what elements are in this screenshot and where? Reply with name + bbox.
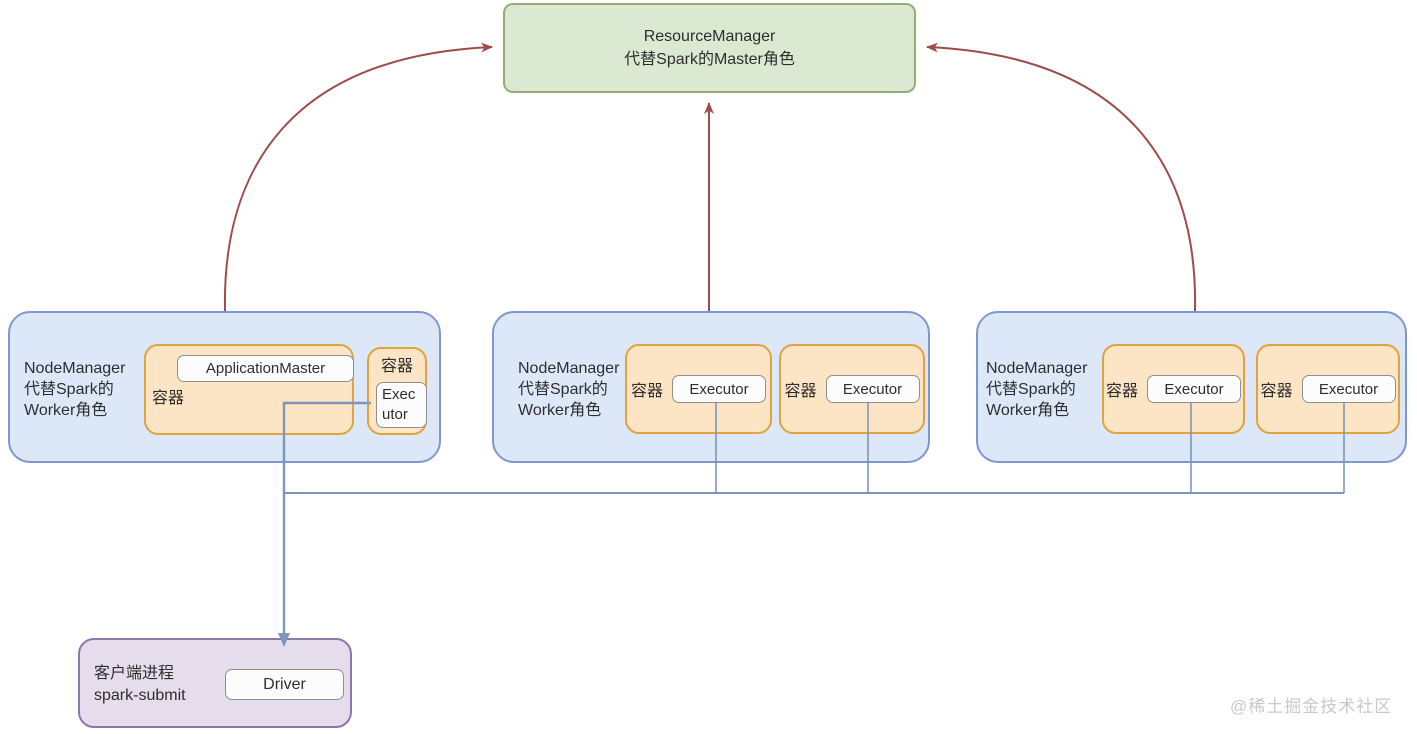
nodemanager-box-2: NodeManager 代替Spark的 Worker角色 容器 Executo… (492, 311, 930, 463)
watermark: @稀土掘金技术社区 (1230, 697, 1393, 716)
resourcemanager-subtitle: 代替Spark的Master角色 (624, 50, 795, 68)
executor-label: Executor (1318, 380, 1379, 398)
executor-box: Executor (1301, 375, 1396, 403)
container-box-exec: 容器 Executor (1102, 344, 1245, 434)
executor-box: Executor (1147, 375, 1241, 403)
resourcemanager-box: ResourceManager 代替Spark的Master角色 (503, 3, 916, 93)
nodemanager-1-line1: NodeManager (24, 360, 126, 377)
nodemanager-box-1: NodeManager 代替Spark的 Worker角色 Applicatio… (8, 311, 441, 463)
executor-box: Executor (376, 382, 427, 428)
container-label: 容器 (152, 390, 185, 407)
container-box-exec-small: 容器 Executor (367, 347, 427, 435)
client-line2: spark-submit (94, 687, 186, 704)
driver-label: Driver (263, 675, 306, 693)
container-box-exec: 容器 Executor (625, 344, 772, 434)
nodemanager-1-label: NodeManager 代替Spark的 Worker角色 (24, 358, 125, 421)
nodemanager-3-label: NodeManager 代替Spark的 Worker角色 (986, 358, 1087, 421)
container-label: 容器 (1260, 383, 1293, 400)
container-label: 容器 (630, 383, 663, 400)
applicationmaster-label: ApplicationMaster (205, 360, 326, 377)
applicationmaster-box: ApplicationMaster (177, 355, 354, 382)
executor-label: Executor (689, 380, 749, 398)
executor-label: Executor (382, 386, 416, 423)
client-label: 客户端进程 spark-submit (94, 663, 186, 707)
container-label: 容器 (380, 358, 413, 375)
executor-box: Executor (672, 375, 766, 403)
container-box-exec: 容器 Executor (1256, 344, 1400, 434)
executor-label: Executor (842, 380, 903, 398)
container-box-am: ApplicationMaster 容器 (144, 344, 354, 435)
driver-box: Driver (225, 669, 344, 700)
nodemanager-1-line3: Worker角色 (24, 402, 108, 419)
nodemanager-2-label: NodeManager 代替Spark的 Worker角色 (518, 358, 619, 421)
container-label: 容器 (1105, 383, 1138, 400)
nodemanager-3-line2: 代替Spark的 (986, 381, 1076, 398)
nodemanager-2-line3: Worker角色 (518, 402, 602, 419)
nodemanager-1-line2: 代替Spark的 (24, 381, 114, 398)
client-line1: 客户端进程 (94, 665, 175, 682)
executor-box: Executor (825, 375, 920, 403)
nodemanager-3-line3: Worker角色 (986, 402, 1070, 419)
arrow-nm3-to-resourcemanager (926, 42, 1197, 312)
resourcemanager-title: ResourceManager (643, 27, 776, 45)
arrow-nm1-to-resourcemanager (223, 42, 493, 312)
nodemanager-2-line2: 代替Spark的 (518, 381, 608, 398)
container-box-exec: 容器 Executor (779, 344, 925, 434)
nodemanager-2-line1: NodeManager (518, 360, 620, 377)
client-box: 客户端进程 spark-submit Driver (78, 638, 352, 728)
nodemanager-3-line1: NodeManager (986, 360, 1088, 377)
nodemanager-box-3: NodeManager 代替Spark的 Worker角色 容器 Executo… (976, 311, 1407, 463)
executor-label: Executor (1164, 380, 1224, 398)
container-label: 容器 (784, 383, 817, 400)
